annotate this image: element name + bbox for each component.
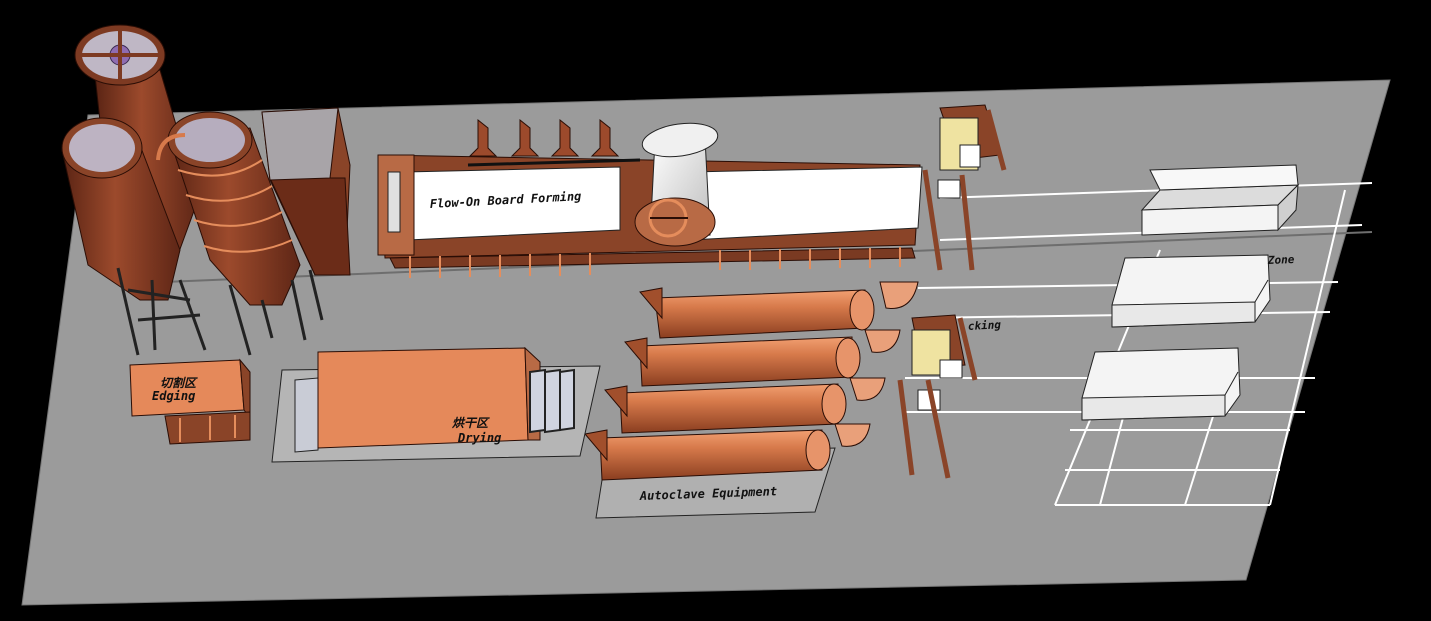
zone-label: Zone <box>1267 253 1295 267</box>
stacking-label: cking <box>967 318 1001 333</box>
storage-block-1 <box>1140 164 1300 236</box>
stacker-1 <box>922 104 1007 271</box>
drying-label-en: Drying <box>457 431 501 445</box>
factory-floor <box>21 79 1391 606</box>
edging-label-cn: 切割区 <box>160 376 198 390</box>
silo-3 <box>156 111 301 306</box>
silo-2 <box>61 117 181 301</box>
silo-support-legs <box>116 267 324 356</box>
storage-block-3 <box>1081 347 1241 421</box>
drying-label-cn: 烘干区 <box>451 416 490 430</box>
autoclave-tube-2 <box>624 329 901 387</box>
autoclave-label: Autoclave Equipment <box>639 484 778 503</box>
autoclave-tube-4 <box>584 423 871 481</box>
mixing-hopper <box>261 107 351 276</box>
stacker-2 <box>897 314 978 479</box>
autoclave-tube-1 <box>639 281 919 339</box>
storage-block-2 <box>1111 254 1271 328</box>
edging-label-en: Edging <box>152 389 195 403</box>
edging-zone <box>129 358 251 445</box>
forming-drum <box>634 122 719 247</box>
drying-zone <box>271 346 601 463</box>
slurry-pumps <box>467 118 641 167</box>
